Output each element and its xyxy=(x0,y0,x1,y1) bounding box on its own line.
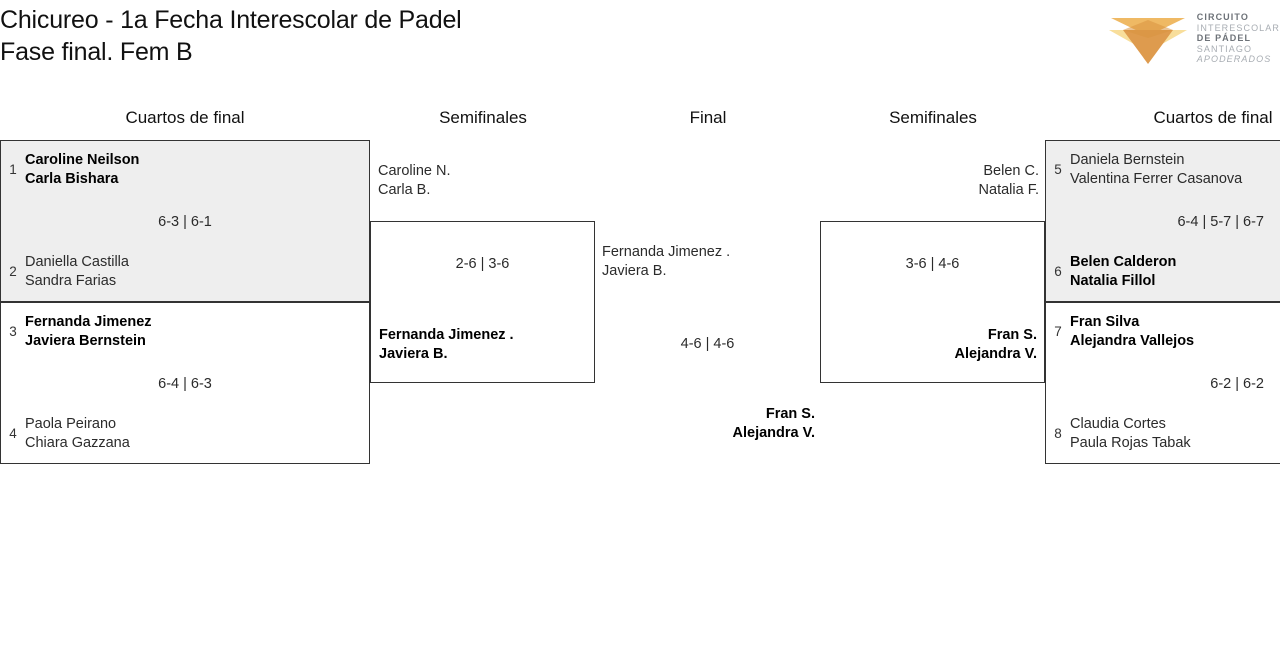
player-2: Carla B. xyxy=(378,182,431,198)
player-2: Sandra Farias xyxy=(25,273,117,289)
title-line-1: Chicureo - 1a Fecha Interescolar de Pade… xyxy=(0,6,462,34)
player-2: Alejandra V. xyxy=(954,346,1037,362)
player-2: Javiera B. xyxy=(379,346,448,362)
logo-text-line-4: SANTIAGO xyxy=(1196,43,1253,54)
round-header-sf-right: Semifinales xyxy=(889,108,977,127)
tournament-logo: CIRCUITO INTERESCOLAR DE PÁDEL SANTIAGO … xyxy=(1108,8,1280,68)
logo-text-line-3: DE PÁDEL xyxy=(1196,33,1252,44)
match-sf-left-score: 2-6 | 3-6 xyxy=(455,256,510,272)
match-qf3[interactable]: 5 Daniela Bernstein Valentina Ferrer Cas… xyxy=(1045,140,1280,302)
match-qf3-team-top[interactable]: 5 Daniela Bernstein Valentina Ferrer Cas… xyxy=(1046,151,1280,189)
team-names: Claudia Cortes Paula Rojas Tabak xyxy=(1070,415,1191,453)
player-1: Claudia Cortes xyxy=(1070,416,1166,432)
logo-wordmark: CIRCUITO INTERESCOLAR DE PÁDEL SANTIAGO … xyxy=(1197,11,1280,65)
match-qf1-team-top[interactable]: 1 Caroline Neilson Carla Bishara xyxy=(1,151,369,189)
player-1: Fernanda Jimenez xyxy=(25,314,152,330)
match-sf-left-team-bottom[interactable]: Fernanda Jimenez . Javiera B. xyxy=(379,326,514,364)
player-1: Fran S. xyxy=(987,327,1037,343)
match-sf-left[interactable]: 2-6 | 3-6 Fernanda Jimenez . Javiera B. xyxy=(370,221,595,383)
player-1: Fran Silva xyxy=(1070,314,1140,330)
player-1: Caroline Neilson xyxy=(25,152,140,168)
seed-number: 2 xyxy=(9,264,17,279)
player-2: Javiera Bernstein xyxy=(25,333,146,349)
match-qf4-score: 6-2 | 6-2 xyxy=(1210,376,1264,392)
player-1: Belen Calderon xyxy=(1070,254,1177,270)
round-header-sf-left: Semifinales xyxy=(439,108,527,127)
match-qf4-team-top[interactable]: 7 Fran Silva Alejandra Vallejos xyxy=(1046,313,1280,351)
match-qf4[interactable]: 7 Fran Silva Alejandra Vallejos 6-2 | 6-… xyxy=(1045,302,1280,464)
page-title: Chicureo - 1a Fecha Interescolar de Pade… xyxy=(0,4,760,68)
match-sf-right-team-bottom[interactable]: Fran S. Alejandra V. xyxy=(955,326,1037,364)
seed-number: 7 xyxy=(1054,324,1062,339)
team-names: Caroline Neilson Carla Bishara xyxy=(25,151,139,189)
seed-number: 1 xyxy=(9,162,17,177)
player-2: Alejandra V. xyxy=(732,425,815,441)
match-final-team-top[interactable]: Fernanda Jimenez . Javiera B. xyxy=(602,243,730,281)
seed-number: 4 xyxy=(9,426,17,441)
match-qf2-team-top[interactable]: 3 Fernanda Jimenez Javiera Bernstein xyxy=(1,313,369,351)
player-1: Paola Peirano xyxy=(25,416,117,432)
team-names: Belen Calderon Natalia Fillol xyxy=(1070,253,1176,291)
player-2: Javiera B. xyxy=(602,263,667,279)
player-1: Caroline N. xyxy=(378,163,451,179)
match-qf3-team-bottom[interactable]: 6 Belen Calderon Natalia Fillol xyxy=(1046,253,1280,291)
match-qf4-team-bottom[interactable]: 8 Claudia Cortes Paula Rojas Tabak xyxy=(1046,415,1280,453)
player-2: Chiara Gazzana xyxy=(25,435,130,451)
player-2: Carla Bishara xyxy=(25,171,119,187)
player-2: Paula Rojas Tabak xyxy=(1070,435,1191,451)
logo-text-line-2: INTERESCOLAR xyxy=(1196,22,1280,33)
player-2: Alejandra Vallejos xyxy=(1070,333,1195,349)
player-2: Natalia F. xyxy=(978,182,1039,198)
seed-number: 6 xyxy=(1054,264,1062,279)
match-sf-right-score: 3-6 | 4-6 xyxy=(905,256,960,272)
seed-number: 5 xyxy=(1054,162,1062,177)
logo-text-line-5: APODERADOS xyxy=(1196,54,1272,65)
match-sf-left-team-top[interactable]: Caroline N. Carla B. xyxy=(378,162,451,200)
player-1: Fran S. xyxy=(765,406,815,422)
player-1: Daniela Bernstein xyxy=(1070,152,1185,168)
player-2: Valentina Ferrer Casanova xyxy=(1070,171,1243,187)
match-sf-right-team-top[interactable]: Belen C. Natalia F. xyxy=(845,162,1039,200)
player-2: Natalia Fillol xyxy=(1070,273,1156,289)
logo-text-line-1: CIRCUITO xyxy=(1196,12,1249,23)
match-sf-right[interactable]: 3-6 | 4-6 Fran S. Alejandra V. xyxy=(820,221,1045,383)
match-qf3-score: 6-4 | 5-7 | 6-7 xyxy=(1177,214,1264,230)
match-qf2-team-bottom[interactable]: 4 Paola Peirano Chiara Gazzana xyxy=(1,415,369,453)
match-qf1-score: 6-3 | 6-1 xyxy=(158,214,212,230)
round-header-qf-left: Cuartos de final xyxy=(125,108,245,127)
circuito-logo-icon xyxy=(1108,8,1187,68)
seed-number: 8 xyxy=(1054,426,1062,441)
match-qf1[interactable]: 1 Caroline Neilson Carla Bishara 6-3 | 6… xyxy=(0,140,370,302)
team-names: Daniella Castilla Sandra Farias xyxy=(25,253,129,291)
match-final-score: 4-6 | 4-6 xyxy=(680,336,735,352)
match-qf1-team-bottom[interactable]: 2 Daniella Castilla Sandra Farias xyxy=(1,253,369,291)
player-1: Daniella Castilla xyxy=(25,254,129,270)
team-names: Paola Peirano Chiara Gazzana xyxy=(25,415,130,453)
title-line-2: Fase final. Fem B xyxy=(0,38,193,66)
player-1: Belen C. xyxy=(983,163,1039,179)
player-1: Fernanda Jimenez . xyxy=(602,244,731,260)
match-final-team-bottom[interactable]: Fran S. Alejandra V. xyxy=(620,405,815,443)
team-names: Daniela Bernstein Valentina Ferrer Casan… xyxy=(1070,151,1242,189)
round-header-qf-right: Cuartos de final xyxy=(1153,108,1273,127)
team-names: Fran Silva Alejandra Vallejos xyxy=(1070,313,1194,351)
match-qf2[interactable]: 3 Fernanda Jimenez Javiera Bernstein 6-4… xyxy=(0,302,370,464)
team-names: Fernanda Jimenez Javiera Bernstein xyxy=(25,313,152,351)
match-qf2-score: 6-4 | 6-3 xyxy=(158,376,212,392)
round-header-final: Final xyxy=(689,108,727,127)
player-1: Fernanda Jimenez . xyxy=(379,327,514,343)
seed-number: 3 xyxy=(9,324,17,339)
